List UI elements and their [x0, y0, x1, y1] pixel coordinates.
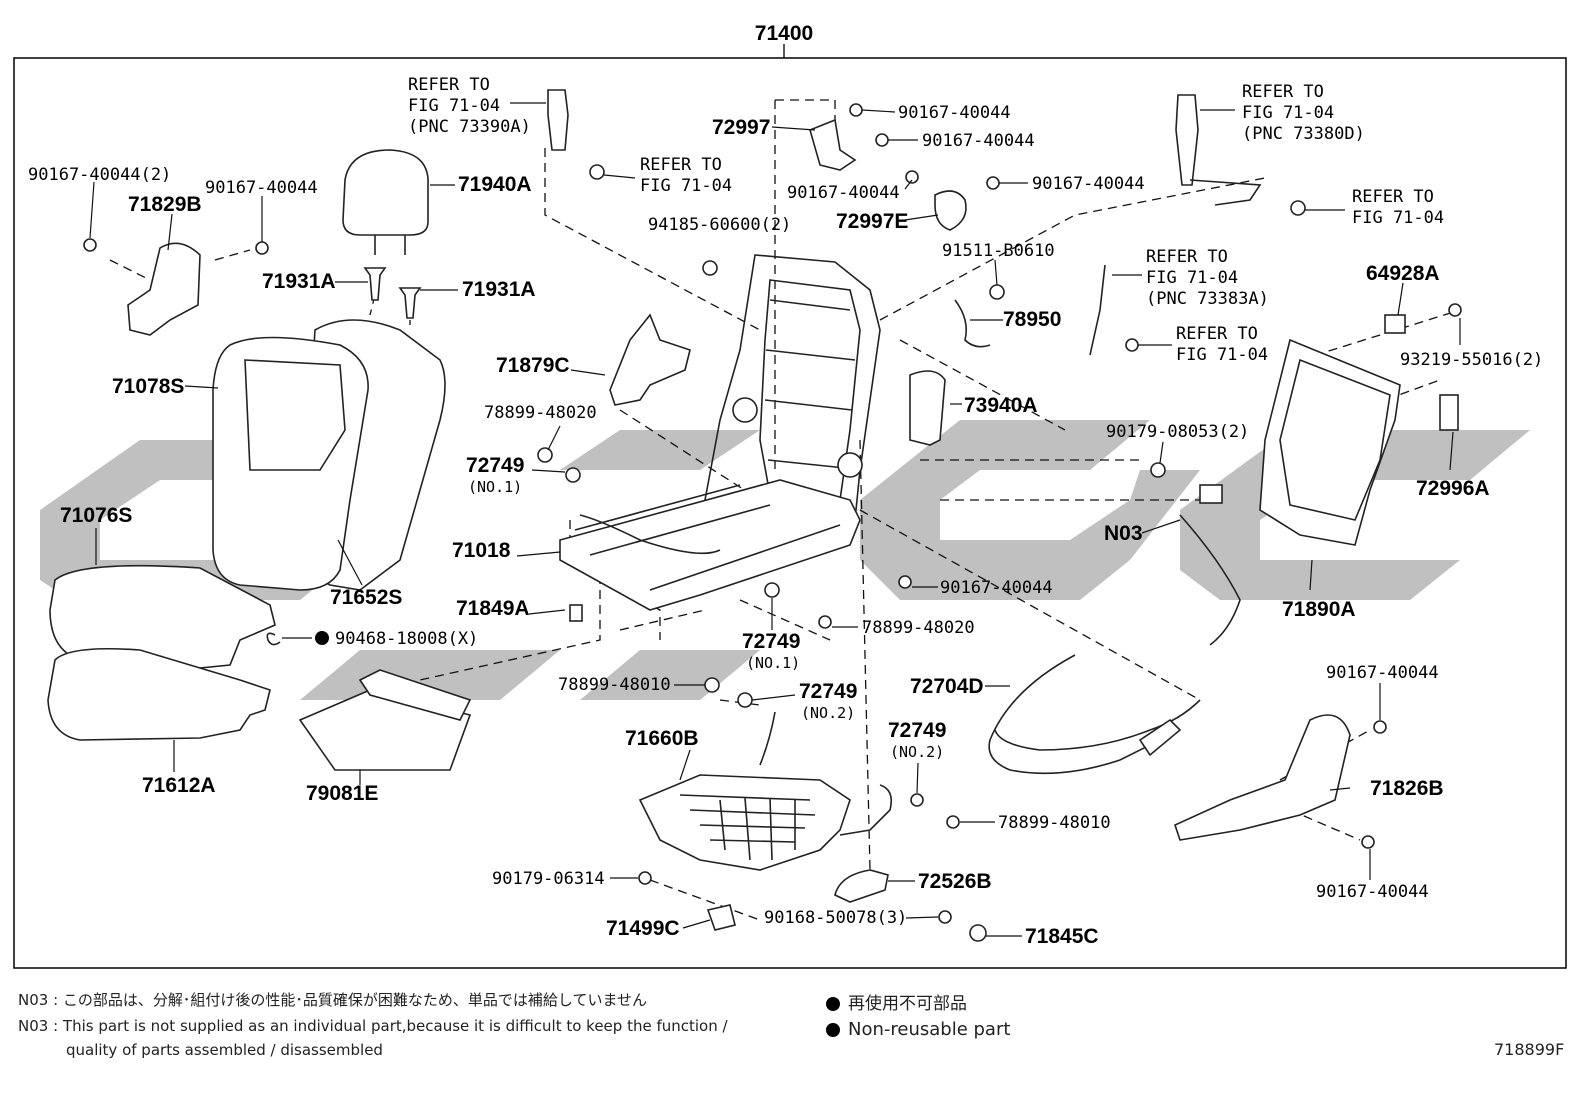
- label-72997: 72997: [712, 116, 770, 139]
- label-72749-c-sub: (NO.2): [801, 704, 855, 722]
- ref1-line3: (PNC 73390A): [408, 117, 531, 137]
- note-code: N03 :: [18, 1017, 59, 1035]
- note-n03-english-line2: quality of parts assembled / disassemble…: [66, 1041, 383, 1059]
- label-90167-40044-d: 90167-40044: [922, 131, 1035, 151]
- ref5-line1: REFER TO: [1146, 247, 1228, 267]
- ref1-line2: FIG 71-04: [408, 96, 500, 116]
- ref1-line1: REFER TO: [408, 75, 490, 95]
- label-71612A: 71612A: [142, 774, 216, 797]
- label-90167-40044-a: 90167-40044: [205, 178, 318, 198]
- label-72749-b-sub: (NO.1): [746, 654, 800, 672]
- ref5-line3: (PNC 73383A): [1146, 289, 1269, 309]
- label-90167-40044-f: 90167-40044: [1032, 174, 1145, 194]
- label-71940A: 71940A: [458, 173, 532, 196]
- label-90167-40044-2: 90167-40044(2): [28, 165, 171, 185]
- label-90179-06314: 90179-06314: [492, 869, 605, 889]
- label-72749-b: 72749: [742, 630, 800, 653]
- label-90167-40044-c: 90167-40044: [898, 103, 1011, 123]
- parts-drawings: [47, 89, 1462, 942]
- label-72997E: 72997E: [836, 210, 908, 233]
- label-78899-48020-a: 78899-48020: [484, 403, 597, 423]
- assembly-number: 71400: [755, 22, 813, 45]
- label-93219-55016: 93219-55016(2): [1400, 350, 1543, 370]
- label-90167-40044-e: 90167-40044: [787, 183, 900, 203]
- label-78950: 78950: [1003, 308, 1061, 331]
- ref6-line1: REFER TO: [1176, 324, 1258, 344]
- legend-en-text: Non-reusable part: [848, 1019, 1011, 1040]
- label-94185-60600: 94185-60600(2): [648, 215, 791, 235]
- part-labels: 90167-40044(2) 71829B 90167-40044 71940A…: [28, 103, 1543, 948]
- label-71931A-right: 71931A: [462, 278, 536, 301]
- diagram-frame: [13, 57, 1567, 969]
- note-n03-japanese: N03 : この部品は、分解･組付け後の性能･品質確保が困難なため、単品では補給…: [18, 989, 647, 1011]
- refer-to-labels: REFER TO FIG 71-04 (PNC 73390A) REFER TO…: [408, 75, 1444, 365]
- leader-lines: [89, 102, 1461, 937]
- label-71879C: 71879C: [496, 354, 570, 377]
- label-71652S: 71652S: [330, 586, 402, 609]
- label-91511-B0610: 91511-B0610: [942, 241, 1055, 261]
- legend-jp-text: 再使用不可部品: [848, 994, 967, 1014]
- ref3-line2: FIG 71-04: [1242, 103, 1334, 123]
- diagram-id: 718899F: [1494, 1040, 1565, 1059]
- legend-english: Non-reusable part: [826, 1019, 1010, 1041]
- label-64928A: 64928A: [1366, 262, 1440, 285]
- label-90167-40044-g: 90167-40044: [1326, 663, 1439, 683]
- ref2-line1: REFER TO: [640, 155, 722, 175]
- label-71849A: 71849A: [456, 597, 530, 620]
- label-78899-48020-b: 78899-48020: [862, 618, 975, 638]
- label-72749-d-sub: (NO.2): [890, 743, 944, 761]
- ref3-line1: REFER TO: [1242, 82, 1324, 102]
- ref5-line2: FIG 71-04: [1146, 268, 1238, 288]
- note-text: この部品は、分解･組付け後の性能･品質確保が困難なため、単品では補給していません: [62, 991, 648, 1009]
- label-72749-a-sub: (NO.1): [468, 478, 522, 496]
- label-90167-40044-h: 90167-40044: [1316, 882, 1429, 902]
- label-78899-48010-b: 78899-48010: [998, 813, 1111, 833]
- assembly-dashed-lines: [109, 99, 1461, 921]
- note-code: N03 :: [18, 991, 59, 1009]
- note-n03-english: N03 : This part is not supplied as an in…: [18, 1015, 728, 1037]
- label-90167-40044-b: 90167-40044: [940, 578, 1053, 598]
- non-reusable-dot: [315, 631, 329, 645]
- label-72749-a: 72749: [466, 454, 524, 477]
- label-90468-18008: 90468-18008(X): [335, 629, 478, 649]
- ref3-line3: (PNC 73380D): [1242, 124, 1365, 144]
- label-73940A: 73940A: [964, 394, 1038, 417]
- note-text: This part is not supplied as an individu…: [62, 1017, 728, 1035]
- label-71660B: 71660B: [625, 727, 699, 750]
- label-71078S: 71078S: [112, 375, 184, 398]
- label-71829B: 71829B: [128, 193, 202, 216]
- label-78899-48010-a: 78899-48010: [558, 675, 671, 695]
- label-72996A: 72996A: [1416, 477, 1490, 500]
- legend-japanese: 再使用不可部品: [826, 993, 967, 1015]
- non-reusable-dot-icon: [826, 997, 840, 1011]
- label-71845C: 71845C: [1025, 925, 1099, 948]
- ref2-line2: FIG 71-04: [640, 176, 732, 196]
- label-N03: N03: [1104, 522, 1143, 545]
- label-71931A-left: 71931A: [262, 270, 336, 293]
- label-90168-50078: 90168-50078(3): [764, 908, 907, 928]
- ref6-line2: FIG 71-04: [1176, 345, 1268, 365]
- label-71499C: 71499C: [606, 917, 680, 940]
- label-71076S: 71076S: [60, 504, 132, 527]
- label-72749-c: 72749: [799, 680, 857, 703]
- label-72526B: 72526B: [918, 870, 992, 893]
- non-reusable-dot-icon: [826, 1023, 840, 1037]
- ref4-line2: FIG 71-04: [1352, 208, 1444, 228]
- label-71890A: 71890A: [1282, 598, 1356, 621]
- label-72704D: 72704D: [910, 675, 984, 698]
- label-72749-d: 72749: [888, 719, 946, 742]
- label-90179-08053: 90179-08053(2): [1106, 422, 1249, 442]
- ref4-line1: REFER TO: [1352, 187, 1434, 207]
- label-71018: 71018: [452, 539, 511, 562]
- label-71826B: 71826B: [1370, 777, 1444, 800]
- label-79081E: 79081E: [306, 782, 378, 805]
